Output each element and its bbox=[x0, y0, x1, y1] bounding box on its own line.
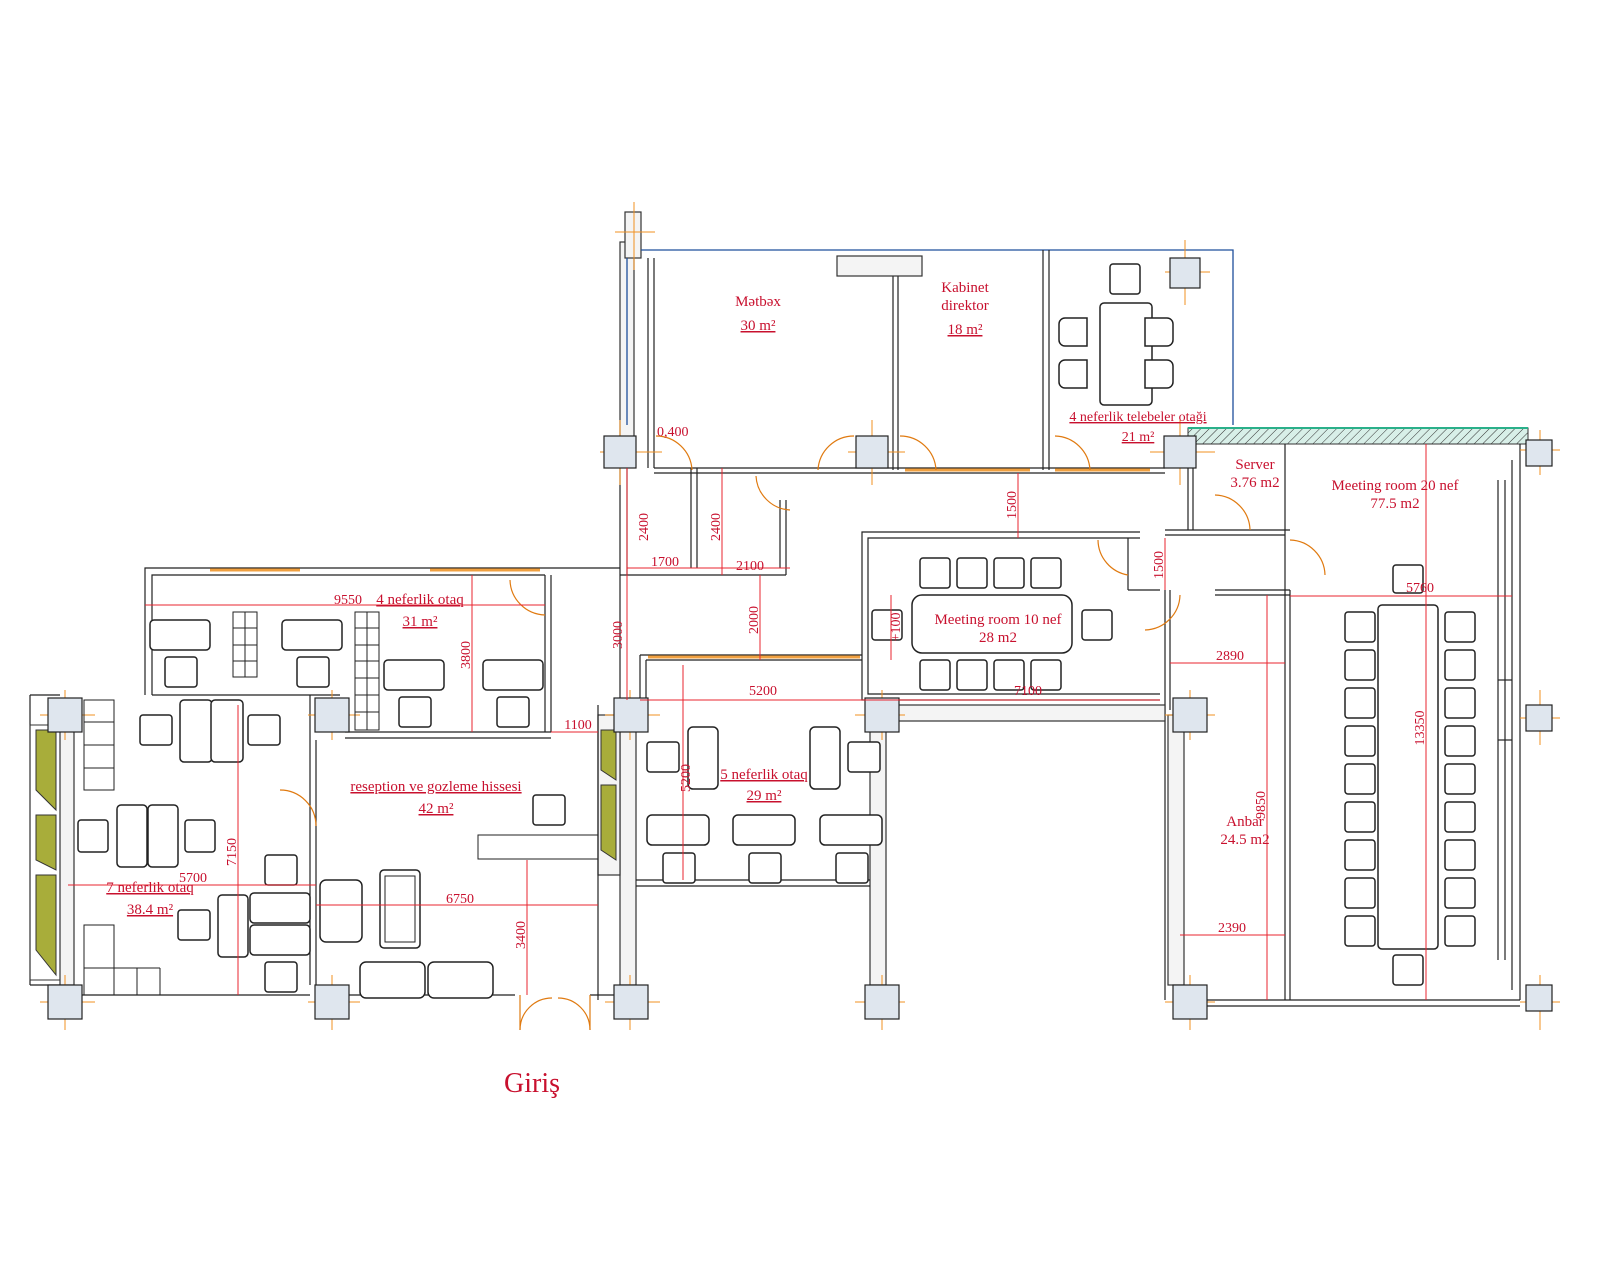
meeting-chair bbox=[1444, 649, 1476, 681]
dim-6750: 6750 bbox=[446, 892, 474, 907]
room-anbar-area: 24.5 m2 bbox=[1220, 832, 1269, 848]
meeting-chair bbox=[1344, 725, 1376, 757]
meeting-chair bbox=[1444, 877, 1476, 909]
meeting-chair bbox=[1344, 877, 1376, 909]
dim-5760: 5760 bbox=[1406, 581, 1434, 596]
meeting-chair bbox=[1344, 687, 1376, 719]
room-reseption-name: reseption ve gozleme hissesi bbox=[350, 779, 521, 795]
meeting-chair bbox=[1344, 611, 1376, 643]
dim-1700: 1700 bbox=[651, 555, 679, 570]
room-server-name: Server bbox=[1235, 457, 1274, 473]
dim-1500a: 1500 bbox=[1005, 491, 1020, 519]
dim-3400: 3400 bbox=[514, 921, 529, 949]
dim-3000: 3000 bbox=[611, 621, 626, 649]
room-anbar-name: Anbar bbox=[1226, 814, 1264, 830]
meeting-chair bbox=[1444, 725, 1476, 757]
room-telebeler-area: 21 m² bbox=[1122, 430, 1155, 445]
meeting-chair bbox=[1344, 915, 1376, 947]
room-otaq7-area: 38.4 m² bbox=[127, 902, 174, 918]
dim-2400b: 2400 bbox=[709, 513, 724, 541]
room-kabinet-name1: Kabinet bbox=[941, 280, 989, 296]
room-otaq5-name: 5 neferlik otaq bbox=[720, 767, 808, 783]
dim-13350: 13350 bbox=[1413, 711, 1428, 746]
dimension-labels: 0,400 2400 2400 1700 2100 1500 1500 9550… bbox=[179, 425, 1434, 949]
dim-2400a: 2400 bbox=[637, 513, 652, 541]
meeting-chair bbox=[1444, 801, 1476, 833]
doors bbox=[279, 435, 1326, 1031]
walls bbox=[29, 211, 1529, 1007]
dim-9850: 9850 bbox=[1254, 791, 1269, 819]
meeting-chair bbox=[1344, 801, 1376, 833]
dim-5200b: 5200 bbox=[679, 764, 694, 792]
furniture bbox=[77, 263, 1476, 999]
meeting-chair bbox=[1444, 915, 1476, 947]
room-meeting10-area: 28 m2 bbox=[979, 630, 1017, 646]
meeting-chair bbox=[1444, 611, 1476, 643]
dim-7100: 7100 bbox=[1014, 684, 1042, 699]
room-metbex-name: Mətbəx bbox=[735, 294, 781, 310]
room-kabinet-area: 18 m² bbox=[948, 322, 983, 338]
room-reseption-area: 42 m² bbox=[419, 801, 454, 817]
dim-2390: 2390 bbox=[1218, 921, 1246, 936]
room-telebeler-name: 4 neferlik telebeler otaği bbox=[1069, 410, 1206, 425]
meeting-chair bbox=[1444, 763, 1476, 795]
meeting-chair bbox=[1344, 839, 1376, 871]
room-otaq5-area: 29 m² bbox=[747, 788, 782, 804]
room-otaq4-name: 4 neferlik otaq bbox=[376, 592, 464, 608]
room-meeting20-area: 77.5 m2 bbox=[1370, 496, 1419, 512]
dim-2100: 2100 bbox=[736, 559, 764, 574]
meeting-chair bbox=[1344, 649, 1376, 681]
dim-2000: 2000 bbox=[747, 606, 762, 634]
dim-100: +100 bbox=[889, 613, 904, 642]
dim-7150: 7150 bbox=[225, 838, 240, 866]
room-meeting10-name: Meeting room 10 nef bbox=[934, 612, 1061, 628]
entrance-label: Giriş bbox=[504, 1068, 560, 1099]
dim-1500b: 1500 bbox=[1152, 551, 1167, 579]
room-meeting20-name: Meeting room 20 nef bbox=[1331, 478, 1458, 494]
dim-1100: 1100 bbox=[564, 718, 591, 733]
dim-3800: 3800 bbox=[459, 641, 474, 669]
dim-5700: 5700 bbox=[179, 871, 207, 886]
dim-9550: 9550 bbox=[334, 593, 362, 608]
room-kabinet-name2: direktor bbox=[941, 298, 988, 314]
dim-400: 0,400 bbox=[657, 425, 689, 440]
room-server-area: 3.76 m2 bbox=[1230, 475, 1279, 491]
dim-5200a: 5200 bbox=[749, 684, 777, 699]
room-otaq4-area: 31 m² bbox=[403, 614, 438, 630]
meeting-chair bbox=[1444, 839, 1476, 871]
meeting-chair bbox=[1344, 763, 1376, 795]
room-metbex-area: 30 m² bbox=[741, 318, 776, 334]
meeting-chair bbox=[1444, 687, 1476, 719]
columns bbox=[40, 202, 1560, 1030]
room-otaq7-name: 7 neferlik otaq bbox=[106, 880, 194, 896]
dim-2890: 2890 bbox=[1216, 649, 1244, 664]
dimension-lines bbox=[68, 444, 1512, 1000]
room-labels: Mətbəx 30 m² Kabinet direktor 18 m² 4 ne… bbox=[106, 280, 1458, 1099]
